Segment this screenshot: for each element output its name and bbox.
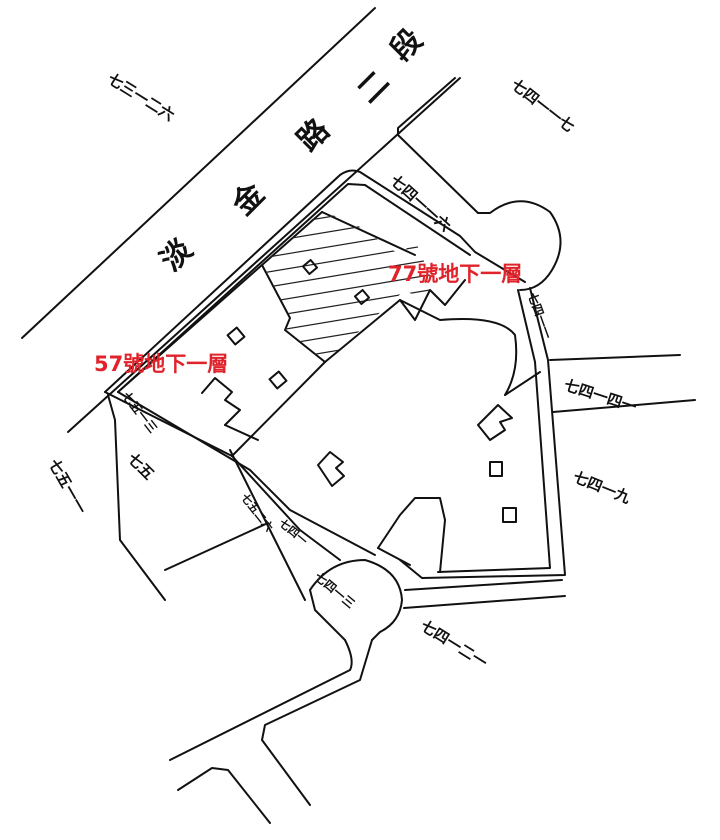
site-boundary (104, 169, 526, 393)
annotation-57-basement: 57號地下一層 (94, 352, 229, 376)
annotation-77-basement: 77號地下一層 (388, 262, 523, 286)
road-edge (67, 77, 461, 433)
road-edge (21, 7, 376, 339)
